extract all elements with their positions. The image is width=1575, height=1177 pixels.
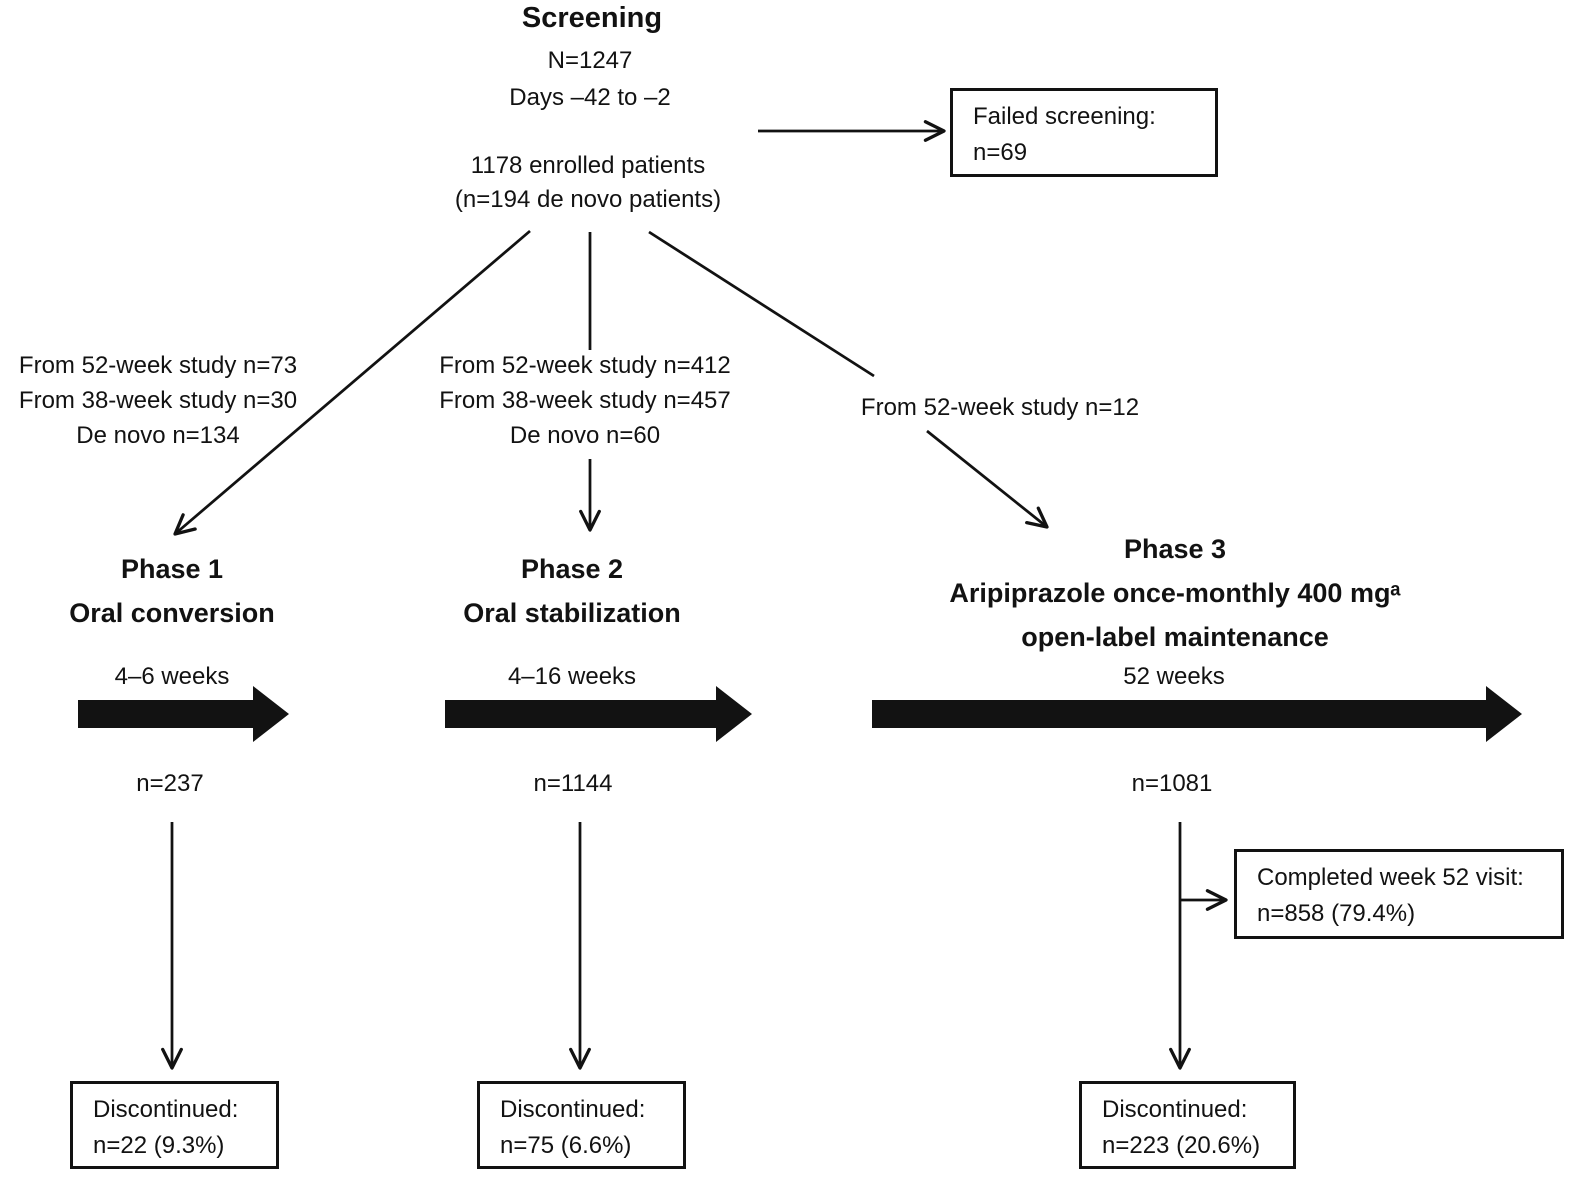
completed-week52-n: n=858 (79.4%) bbox=[1257, 900, 1416, 927]
phase2-timeline-arrow bbox=[445, 686, 752, 742]
phase1-timeline-arrow bbox=[78, 686, 289, 742]
phase3-source-line: From 52-week study n=12 bbox=[860, 394, 1140, 421]
phase3-title: Phase 3 bbox=[1123, 534, 1227, 564]
phase3-n: n=1081 bbox=[1131, 770, 1213, 797]
arrow-to-phase1 bbox=[173, 229, 531, 536]
line-to-phase3-upper bbox=[648, 230, 875, 378]
phase1-subtitle: Oral conversion bbox=[69, 598, 275, 628]
phase2-duration: 4–16 weeks bbox=[507, 663, 637, 690]
phase1-n: n=237 bbox=[136, 770, 204, 797]
phase1-header: Phase 1 Oral conversion bbox=[69, 547, 275, 635]
phase3-duration: 52 weeks bbox=[1123, 663, 1225, 690]
phase3-subtitle2: open-label maintenance bbox=[1021, 622, 1329, 652]
phase3-discontinued-n: n=223 (20.6%) bbox=[1102, 1132, 1261, 1159]
phase1-title: Phase 1 bbox=[120, 554, 224, 584]
phase3-timeline-arrow bbox=[872, 686, 1522, 742]
completed-week52-box: Completed week 52 visit: n=858 (79.4%) bbox=[1234, 849, 1564, 939]
phase1-source-line: From 38-week study n=30 bbox=[18, 387, 298, 414]
phase1-source-line: De novo n=134 bbox=[76, 422, 240, 449]
arrow-to-phase3 bbox=[926, 429, 1049, 529]
phase2-discontinued-n: n=75 (6.6%) bbox=[500, 1132, 632, 1159]
phase2-source-line: De novo n=60 bbox=[509, 422, 661, 449]
screening-n-total: N=1247 bbox=[547, 47, 633, 74]
phase2-source-line: From 52-week study n=412 bbox=[439, 352, 731, 379]
failed-screening-label: Failed screening: bbox=[973, 103, 1156, 130]
phase2-title: Phase 2 bbox=[520, 554, 624, 584]
failed-screening-box: Failed screening: n=69 bbox=[950, 88, 1218, 177]
phase1-source-block: From 52-week study n=73 From 38-week stu… bbox=[19, 348, 297, 453]
phase3-source-block: From 52-week study n=12 bbox=[861, 390, 1139, 425]
phase1-discontinued-label: Discontinued: bbox=[93, 1096, 239, 1123]
phase3-subtitle: Aripiprazole once-monthly 400 mgᵃ bbox=[949, 578, 1401, 608]
phase3-discontinued-label: Discontinued: bbox=[1102, 1096, 1248, 1123]
phase1-source-line: From 52-week study n=73 bbox=[18, 352, 298, 379]
phase2-header: Phase 2 Oral stabilization bbox=[463, 547, 681, 635]
phase2-source-line: From 38-week study n=457 bbox=[439, 387, 731, 414]
phase2-discontinued-box: Discontinued: n=75 (6.6%) bbox=[477, 1081, 686, 1169]
phase2-discontinued-label: Discontinued: bbox=[500, 1096, 646, 1123]
phase2-source-block: From 52-week study n=412 From 38-week st… bbox=[439, 348, 730, 453]
phase3-discontinued-box: Discontinued: n=223 (20.6%) bbox=[1079, 1081, 1296, 1169]
enrolled-patients: 1178 enrolled patients bbox=[470, 152, 706, 179]
phase2-n: n=1144 bbox=[533, 770, 613, 797]
phase1-discontinued-box: Discontinued: n=22 (9.3%) bbox=[70, 1081, 279, 1169]
phase1-duration: 4–6 weeks bbox=[114, 663, 230, 690]
phase3-header: Phase 3 Aripiprazole once-monthly 400 mg… bbox=[949, 527, 1400, 659]
phase2-subtitle: Oral stabilization bbox=[463, 598, 681, 628]
phase1-discontinued-n: n=22 (9.3%) bbox=[93, 1132, 225, 1159]
failed-screening-n: n=69 bbox=[973, 139, 1028, 166]
screening-title: Screening bbox=[521, 2, 663, 34]
completed-week52-label: Completed week 52 visit: bbox=[1257, 864, 1524, 891]
screening-days: Days –42 to –2 bbox=[509, 84, 671, 111]
enrolled-note: (n=194 de novo patients) bbox=[454, 186, 722, 213]
